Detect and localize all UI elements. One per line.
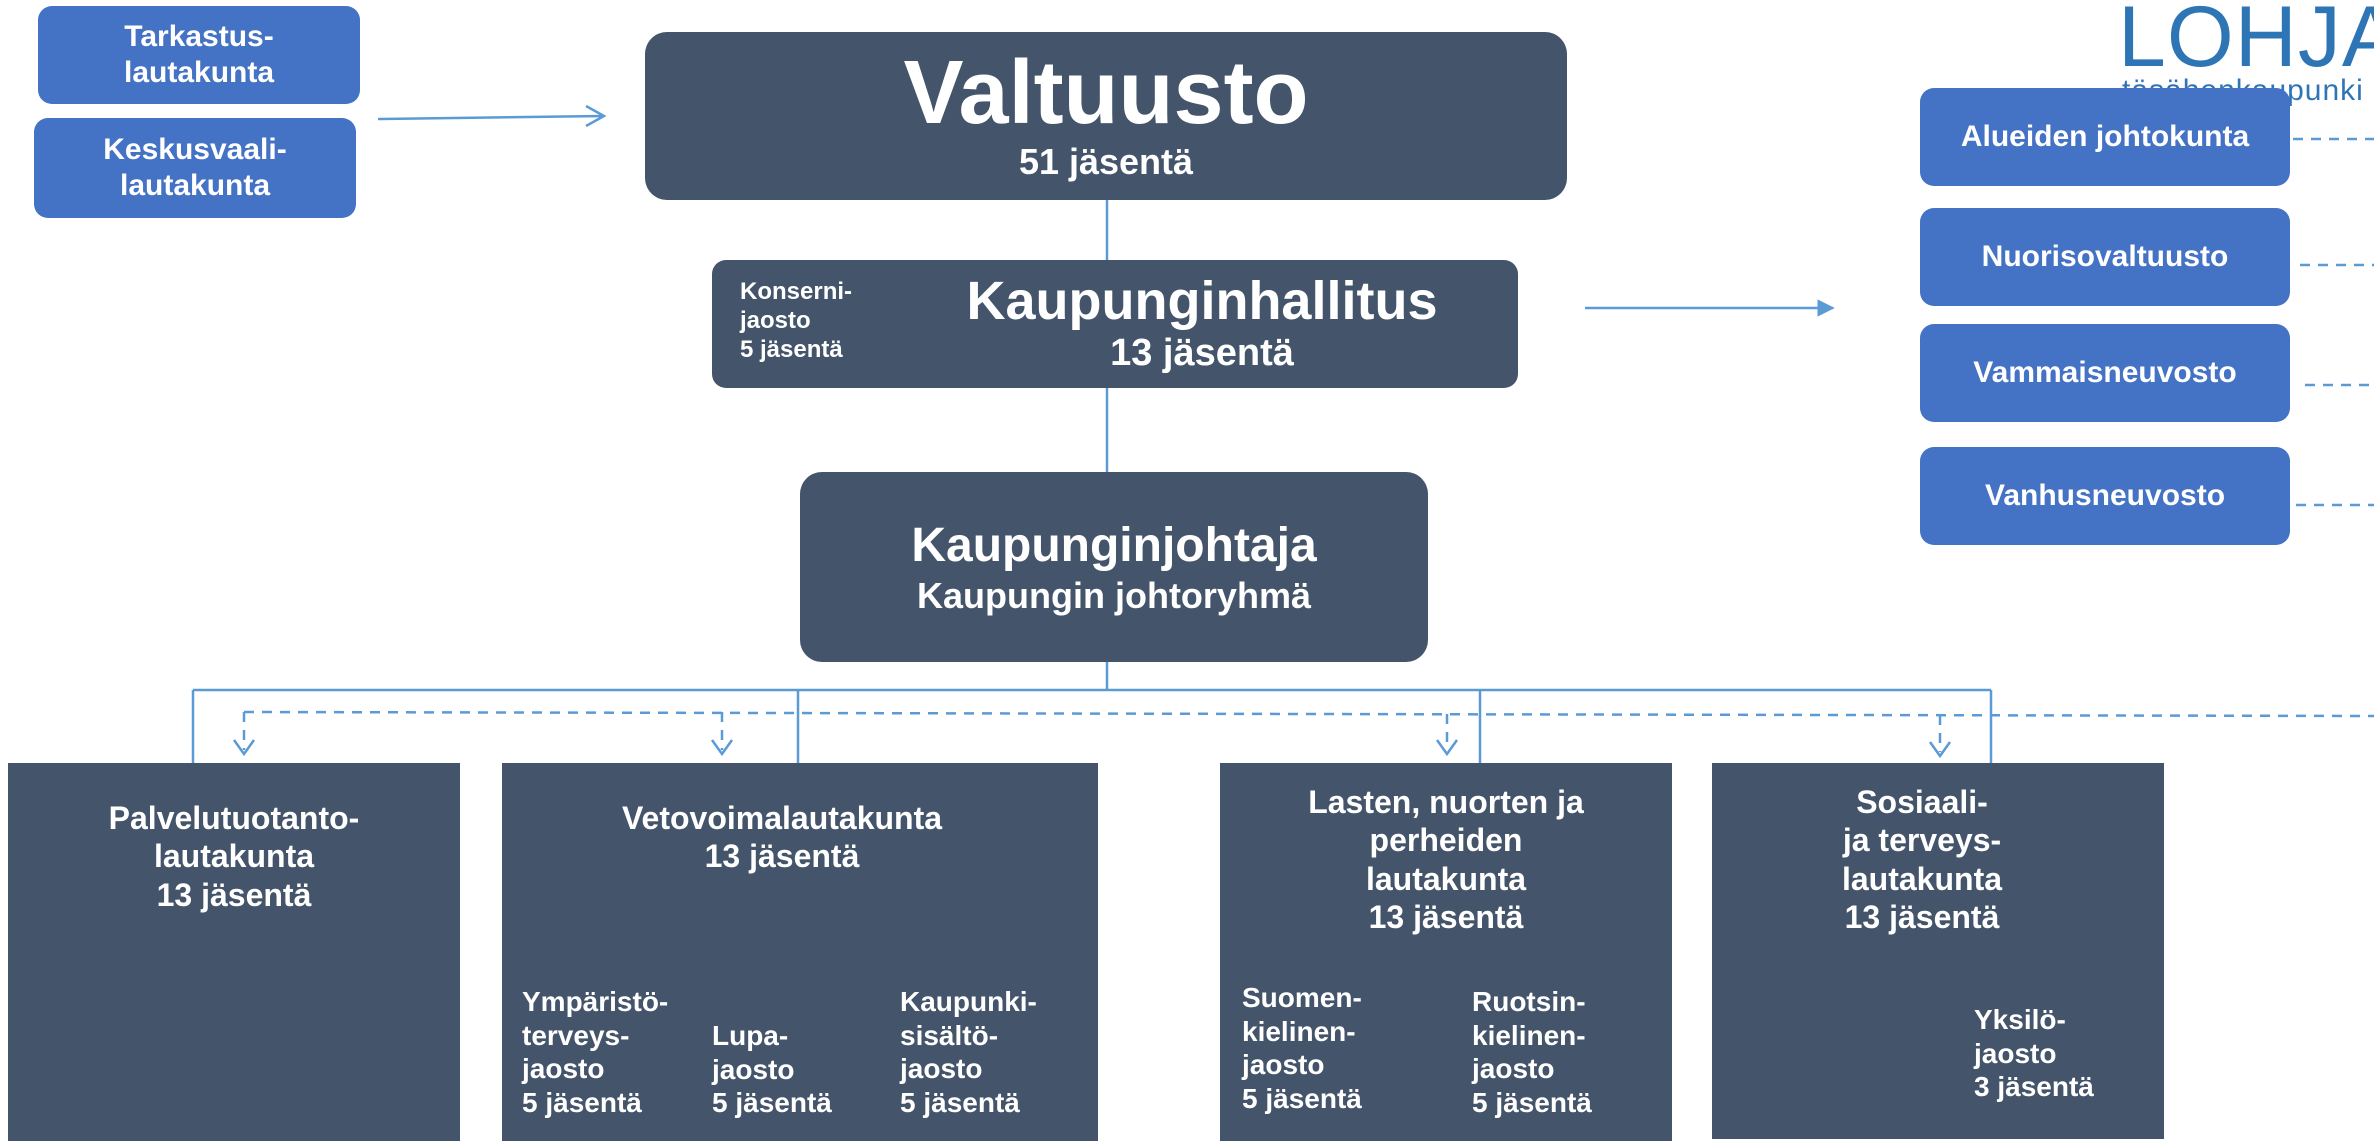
service-production-committee-box: Palvelutuotanto- lautakunta 13 jäsentä (8, 763, 460, 1141)
children-youth-families-committee-box: Lasten, nuorten ja perheiden lautakunta … (1220, 763, 1672, 1141)
group-section-line3: 5 jäsentä (740, 335, 843, 363)
audit-committee-line1: Tarkastus- (124, 20, 274, 53)
youth-council-label: Nuorisovaltuusto (1981, 240, 2229, 273)
env-section-line3: jaosto (522, 1053, 605, 1085)
dashed-bus-arrowheads (232, 739, 1952, 759)
committee-3-line2: perheiden (1369, 822, 1523, 859)
committee-4-line4: 13 jäsentä (1844, 899, 2000, 936)
individual-section-line1: Yksilö- (1974, 1004, 2066, 1035)
committee-4-line1: Sosiaali- (1856, 784, 1988, 820)
committee-4-line2: ja terveys- (1842, 822, 2002, 859)
committee-3-line3: lautakunta (1365, 860, 1527, 897)
council-box: Valtuusto 51 jäsentä (645, 32, 1567, 200)
finnish-section-line2: kielinen- (1242, 1015, 1356, 1047)
mayor-title: Kaupunginjohtaja (911, 518, 1317, 572)
finnish-section: Suomen- kielinen- jaosto 5 jäsentä (1242, 981, 1362, 1115)
council-members: 51 jäsentä (1018, 141, 1194, 183)
finnish-section-line3: jaosto (1242, 1049, 1325, 1081)
group-section-line2: jaosto (740, 306, 811, 334)
swedish-section: Ruotsin- kielinen- jaosto 5 jäsentä (1472, 985, 1592, 1119)
city-board-members: 13 jäsentä (1110, 331, 1294, 374)
election-committee-box: Keskusvaali- lautakunta (34, 118, 356, 218)
audit-committee-box: Tarkastus- lautakunta (38, 6, 360, 104)
city-board-title: Kaupunginhallitus (966, 270, 1438, 331)
swedish-section-line4: 5 jäsentä (1472, 1086, 1592, 1118)
city-board-box: Konserni- jaosto 5 jäsentä Kaupunginhall… (712, 260, 1518, 388)
council-title: Valtuusto (903, 43, 1309, 144)
permit-section: Lupa- jaosto 5 jäsentä (712, 1019, 832, 1120)
env-section-line1: Ympäristö- (522, 986, 669, 1017)
district-board-box: Alueiden johtokunta (1920, 88, 2290, 186)
finnish-section-line4: 5 jäsentä (1242, 1082, 1362, 1114)
committee-bus (191, 688, 1993, 763)
env-section-line4: 5 jäsentä (522, 1086, 642, 1118)
election-committee-line1: Keskusvaali- (103, 133, 287, 166)
individual-section: Yksilö- jaosto 3 jäsentä (1974, 1003, 2094, 1104)
attractiveness-committee-box: Vetovoimalautakunta 13 jäsentä Ympäristö… (502, 763, 1098, 1141)
city-content-line3: jaosto (900, 1053, 983, 1085)
group-section: Konserni- jaosto 5 jäsentä (740, 278, 852, 364)
permit-section-line1: Lupa- (712, 1020, 789, 1051)
city-content-section: Kaupunki- sisältö- jaosto 5 jäsentä (900, 985, 1037, 1119)
finnish-section-line1: Suomen- (1242, 982, 1362, 1013)
district-board-label: Alueiden johtokunta (1960, 120, 2250, 153)
swedish-section-line1: Ruotsin- (1472, 986, 1586, 1017)
committee-2-line1: Vetovoimalautakunta (621, 800, 943, 836)
mayor-subtitle: Kaupungin johtoryhmä (917, 575, 1311, 617)
committee-2-line2: 13 jäsentä (704, 838, 860, 875)
swedish-section-line2: kielinen- (1472, 1019, 1586, 1051)
left-boards-arrow (377, 104, 607, 128)
city-content-line4: 5 jäsentä (900, 1086, 1020, 1118)
individual-section-line2: jaosto (1974, 1037, 2057, 1069)
disability-council-box: Vammaisneuvosto (1920, 324, 2290, 422)
city-content-line1: Kaupunki- (900, 986, 1037, 1017)
youth-council-box: Nuorisovaltuusto (1920, 208, 2290, 306)
committee-1-line2: lautakunta (153, 838, 315, 875)
committee-1-line3: 13 jäsentä (156, 876, 312, 913)
elderly-council-label: Vanhusneuvosto (1984, 479, 2226, 512)
disability-council-label: Vammaisneuvosto (1973, 356, 2237, 389)
individual-section-line3: 3 jäsentä (1974, 1071, 2094, 1103)
city-content-line2: sisältö- (900, 1019, 999, 1051)
mayor-box: Kaupunginjohtaja Kaupungin johtoryhmä (800, 472, 1428, 662)
permit-section-line3: 5 jäsentä (712, 1087, 832, 1119)
permit-section-line2: jaosto (712, 1053, 795, 1085)
environmental-health-section: Ympäristö- terveys- jaosto 5 jäsentä (522, 985, 668, 1119)
election-committee-line2: lautakunta (119, 169, 271, 202)
committee-4-line3: lautakunta (1841, 860, 2003, 897)
audit-committee-line2: lautakunta (123, 56, 275, 89)
group-section-line1: Konserni- (740, 278, 853, 305)
env-section-line2: terveys- (522, 1019, 630, 1051)
logo-text: LOHJA (2118, 0, 2374, 85)
social-health-committee-box: Sosiaali- ja terveys- lautakunta 13 jäse… (1712, 763, 2164, 1139)
elderly-council-box: Vanhusneuvosto (1920, 447, 2290, 545)
swedish-section-line3: jaosto (1472, 1053, 1555, 1085)
committee-3-line4: 13 jäsentä (1368, 899, 1524, 936)
committee-3-line1: Lasten, nuorten ja (1308, 784, 1584, 820)
committee-1-line1: Palvelutuotanto- (108, 800, 360, 836)
